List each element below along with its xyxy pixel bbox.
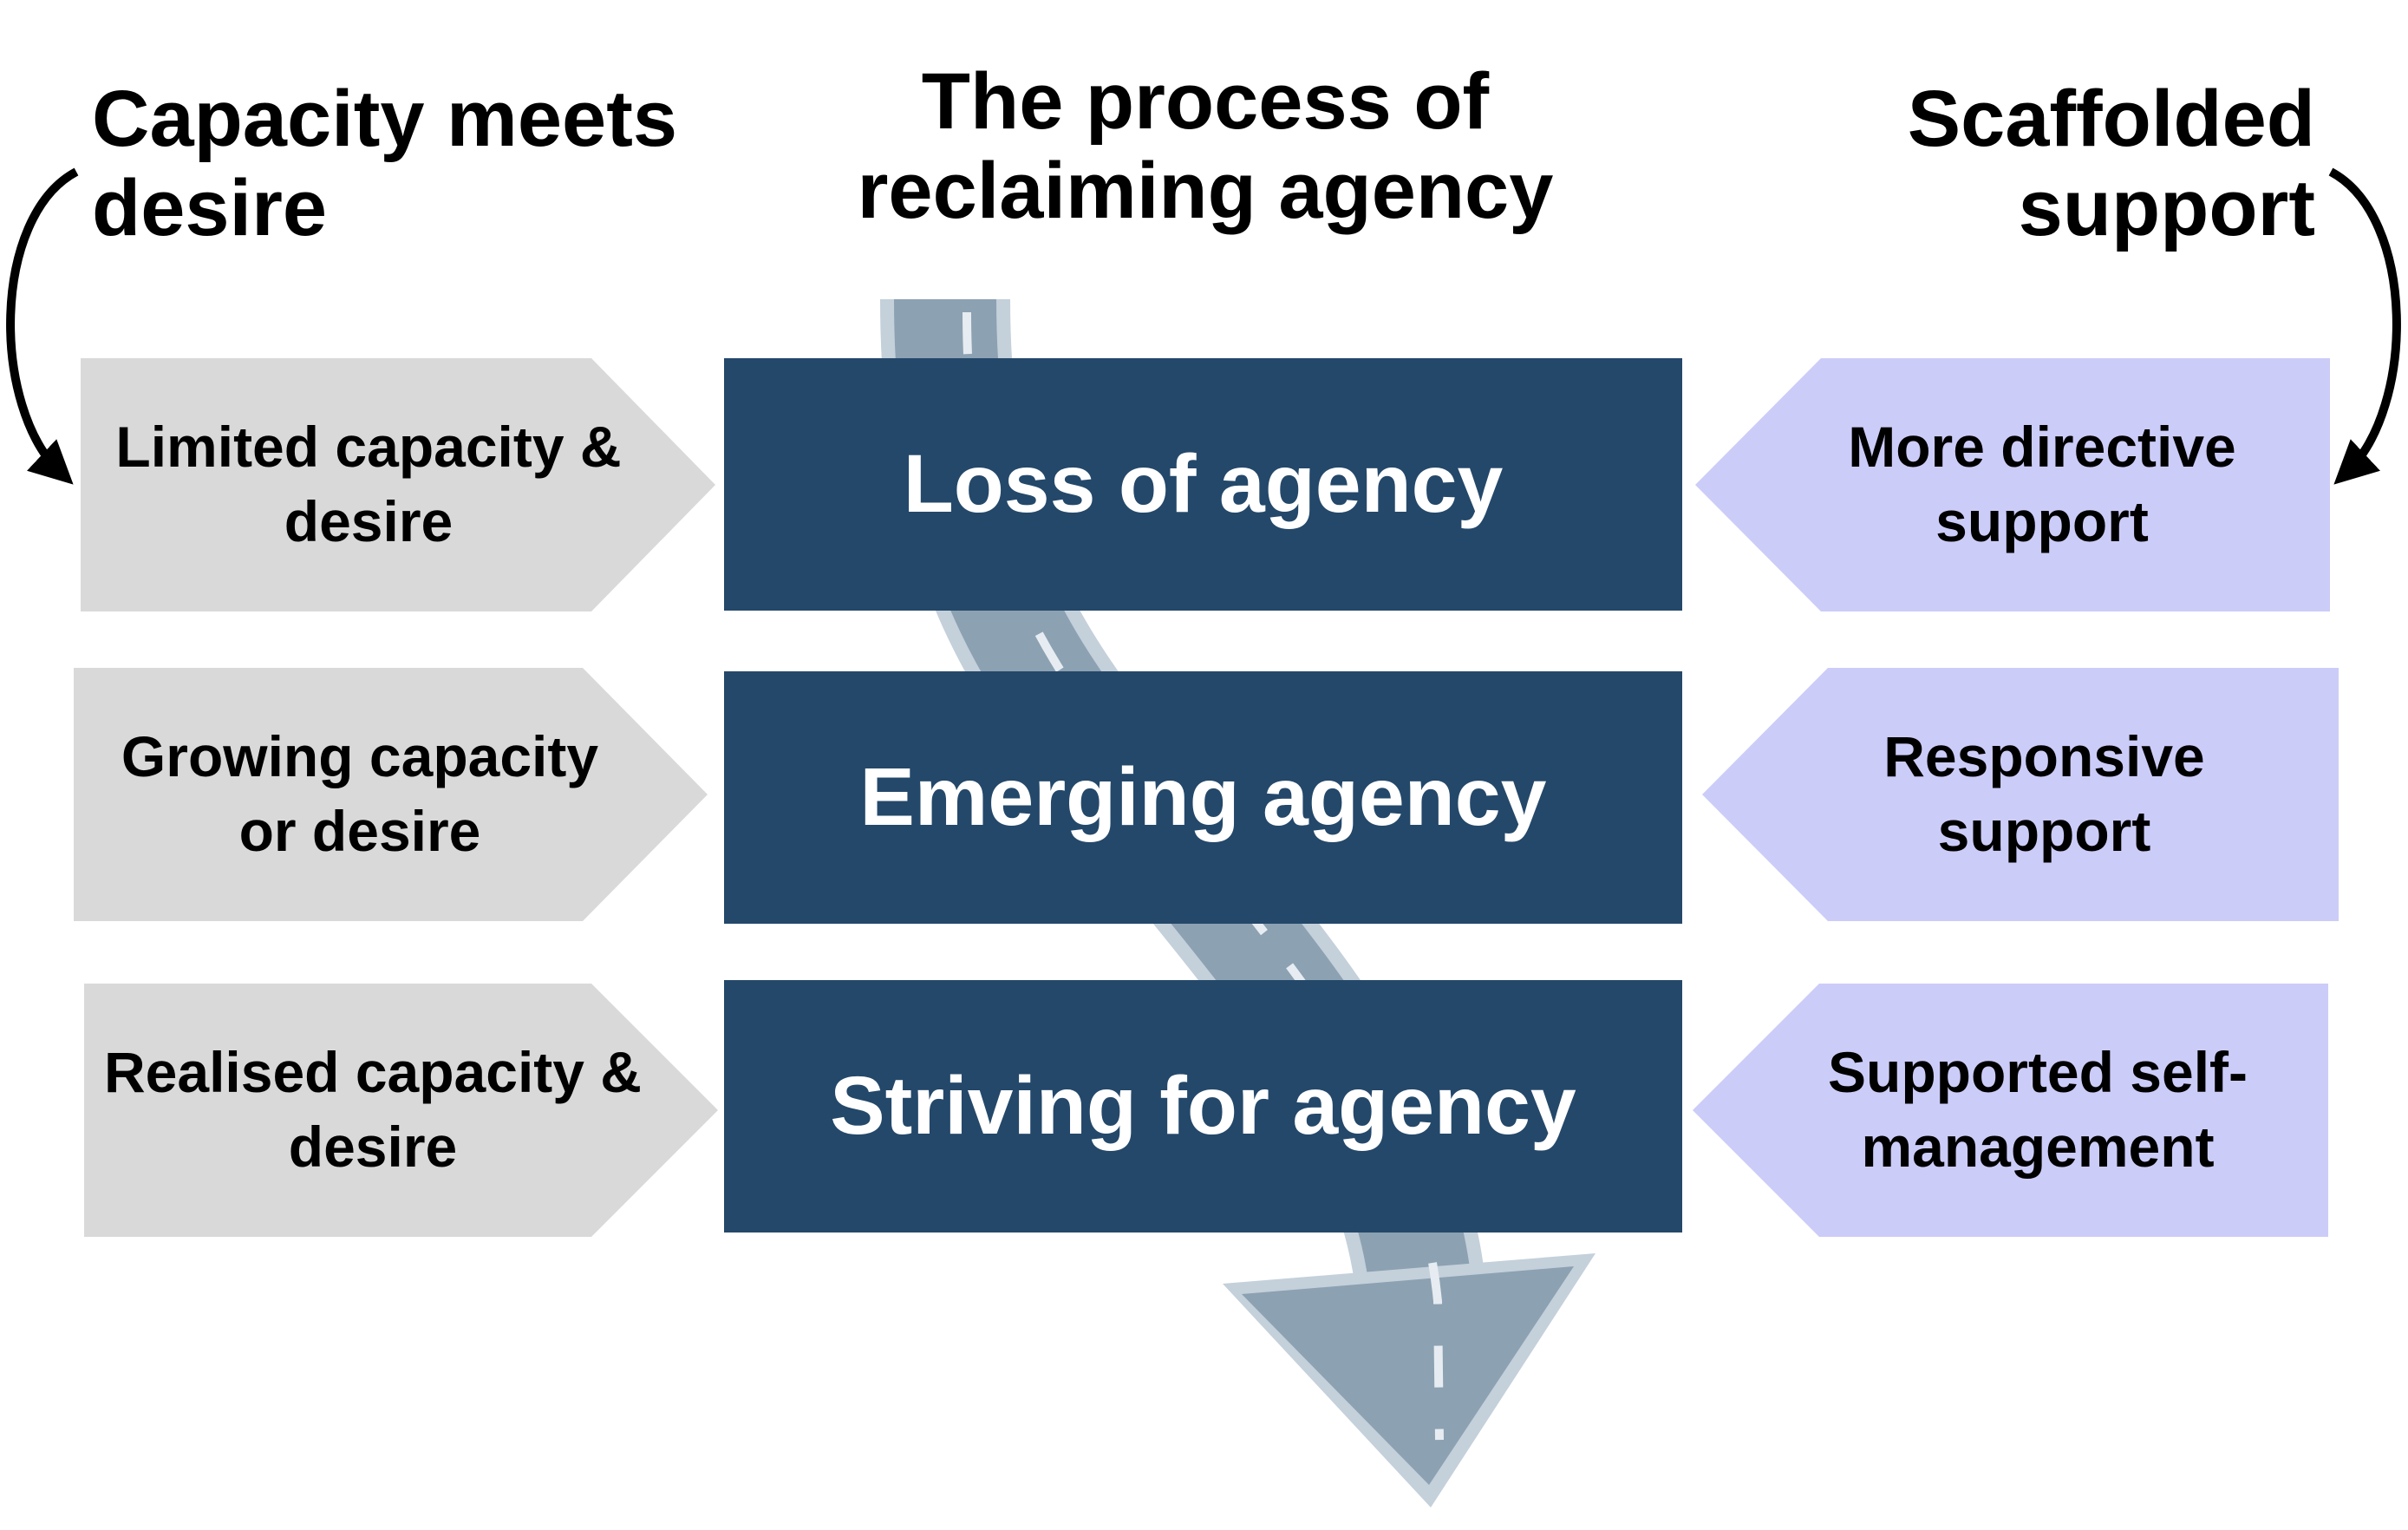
support-arrow-shape [1695,358,2330,611]
stage-label: Emerging agency [859,751,1547,843]
support-arrow-shape [1702,668,2339,921]
support-arrow-shape [1693,984,2328,1237]
right-curved-arrow [2328,167,2401,485]
stage-emerging-agency: Emerging agency [724,671,1682,924]
stage-label: Loss of agency [903,438,1504,530]
road-arrowhead [1242,1266,1574,1485]
support-label-self-management: Supported self-management [1827,1040,2248,1179]
stage-striving-for-agency: Striving for agency [724,980,1682,1232]
stage-label: Striving for agency [830,1060,1576,1152]
capacity-label-growing: Growing capacity or desire [121,724,599,863]
left-curved-arrow [6,167,79,485]
support-label-directive: More directive support [1848,415,2236,553]
capacity-arrow-shape [84,984,718,1237]
capacity-arrow-shape [74,668,708,921]
capacity-heading: Capacity meets desire [92,75,677,253]
support-heading: Scaffolded support [1907,75,2315,253]
support-label-responsive: Responsive support [1883,724,2205,863]
process-heading: The process of reclaiming agency [857,57,1554,236]
capacity-arrow-shape [81,358,715,611]
capacity-label-realised: Realised capacity & desire [104,1040,642,1179]
capacity-label-limited: Limited capacity & desire [115,415,622,553]
stage-loss-of-agency: Loss of agency [724,358,1682,611]
